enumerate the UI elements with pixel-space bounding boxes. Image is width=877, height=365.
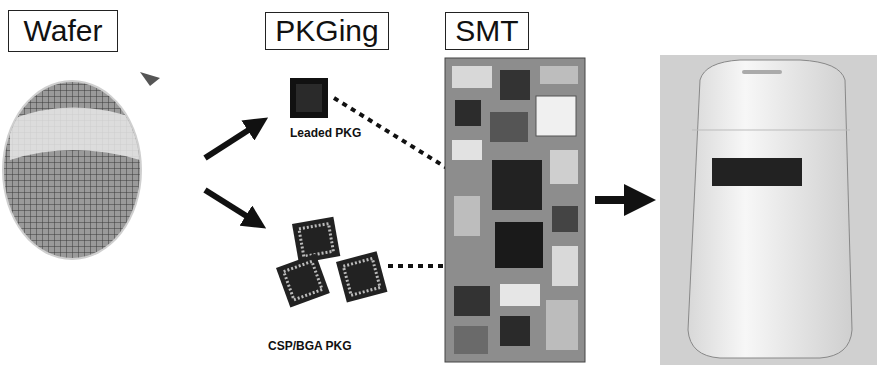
stage-title: PKGing (275, 16, 378, 46)
flow-arrow (205, 124, 258, 222)
flow-arrow (595, 200, 640, 201)
wafer-image (0, 72, 160, 260)
pcb-board (445, 58, 585, 362)
package-label: Leaded PKG (288, 126, 363, 140)
stage-title: SMT (455, 16, 518, 46)
bga-chips (276, 217, 387, 308)
stage-box: Wafer (8, 10, 118, 52)
stage-title: Wafer (24, 16, 103, 46)
phone-image (660, 55, 877, 365)
package-label: CSP/BGA PKG (266, 339, 354, 353)
leaded-chip (290, 78, 328, 118)
stage-box: SMT (445, 12, 529, 50)
stage-box: PKGing (265, 12, 389, 50)
